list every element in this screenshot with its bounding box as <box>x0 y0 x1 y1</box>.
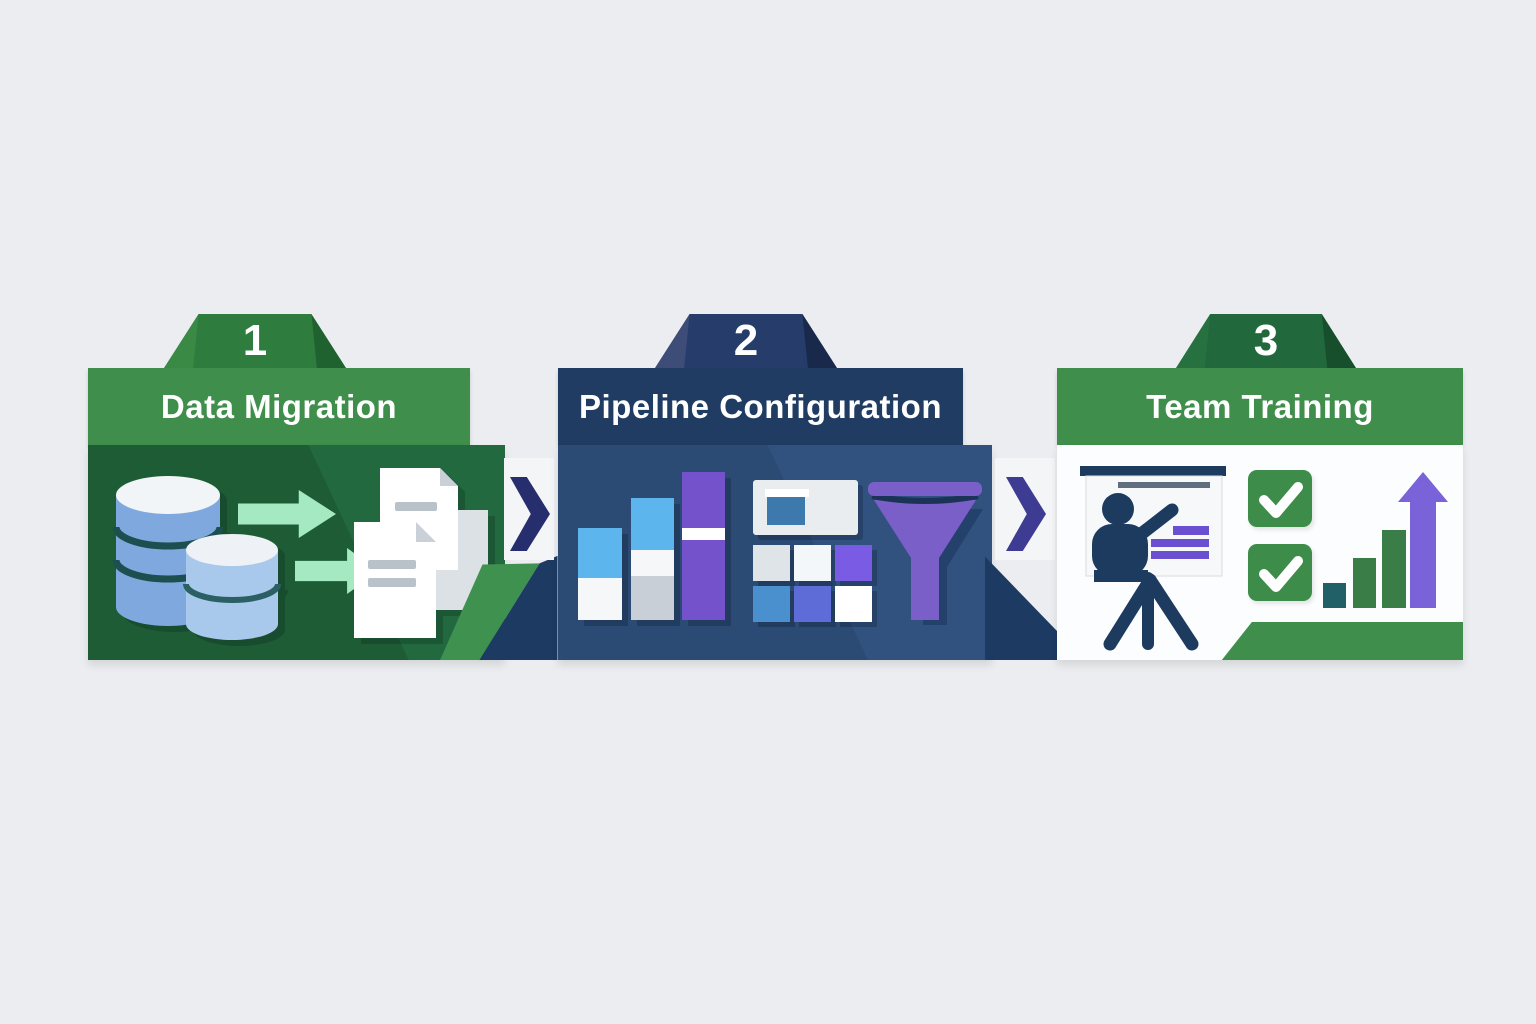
step-2-title: Pipeline Configuration <box>579 387 942 425</box>
check-glyph <box>1259 481 1303 518</box>
presenter-icon <box>1080 466 1226 651</box>
card-window <box>767 497 805 525</box>
step-2-header: Pipeline Configuration <box>558 368 963 445</box>
bar-segment <box>578 578 622 620</box>
bar-chart-icon <box>682 472 725 620</box>
funnel-icon <box>868 482 983 625</box>
bar-chart-icon <box>631 498 674 620</box>
step-1-header: Data Migration <box>88 368 470 445</box>
growth-chart-icon <box>1353 558 1376 608</box>
step-3-header: Team Training <box>1057 368 1463 445</box>
step-1-number: 1 <box>242 316 268 365</box>
growth-chart-icon <box>1382 530 1406 608</box>
checkmark-icon <box>1248 470 1312 527</box>
step-2-number: 2 <box>733 316 759 365</box>
grid-tile <box>753 545 790 581</box>
bar-stripe <box>682 528 725 540</box>
step-3-number: 3 <box>1253 316 1279 365</box>
grid-tile <box>835 586 872 622</box>
database-stack-icon <box>112 476 281 640</box>
grid-tile <box>753 586 790 622</box>
bar-segment <box>631 498 674 550</box>
bar-segment <box>631 550 674 576</box>
grid-tile <box>835 545 872 581</box>
module-grid-icon <box>753 480 858 535</box>
bar-segment <box>631 576 674 620</box>
bar-chart-icon <box>578 528 622 620</box>
growth-arrow-icon <box>1410 498 1436 608</box>
grid-tile <box>794 545 831 581</box>
step-3-title: Team Training <box>1146 387 1374 425</box>
card-stripe <box>765 489 809 497</box>
footer-strip <box>1221 621 1463 660</box>
grid-tile <box>794 586 831 622</box>
check-glyph <box>1259 555 1303 592</box>
step-1-tab: 1 <box>164 314 346 368</box>
growth-chart-icon <box>1323 583 1346 608</box>
checkmark-icon <box>1248 544 1312 601</box>
bar-segment <box>578 528 622 578</box>
documents-icon <box>354 468 488 638</box>
step-3-tab: 3 <box>1176 314 1356 368</box>
step-1-title: Data Migration <box>160 387 398 425</box>
step-2-tab: 2 <box>655 314 837 368</box>
